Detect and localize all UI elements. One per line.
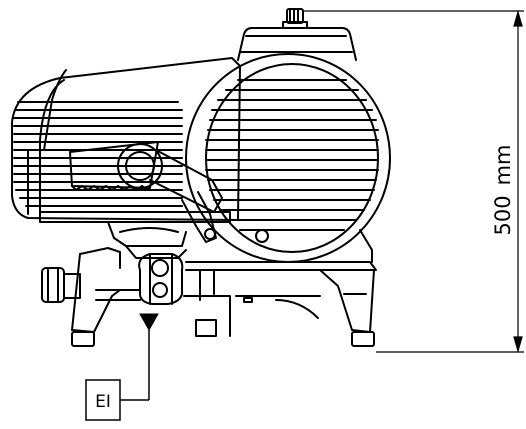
callout-label: EI (95, 392, 111, 412)
blade-grille (205, 79, 379, 231)
rubber-feet (71, 331, 375, 347)
base-frame (71, 247, 375, 337)
blade-guard-housing (237, 27, 357, 61)
side-knob (41, 267, 81, 303)
top-adjustment-knob (282, 8, 308, 29)
slicer-body (39, 211, 231, 259)
height-dimension-unit: mm (491, 144, 515, 185)
height-dimension (304, 9, 524, 354)
callout-pointer (120, 313, 159, 401)
height-dimension-value: 500 (491, 195, 515, 235)
adjustment-control-knob (138, 253, 184, 305)
svg-text:500mm: 500 mm (491, 144, 515, 235)
carriage-arm (69, 141, 223, 243)
callout-label-box: EI (85, 379, 121, 421)
motor-housing (11, 57, 241, 221)
slice-deflector (359, 229, 373, 263)
